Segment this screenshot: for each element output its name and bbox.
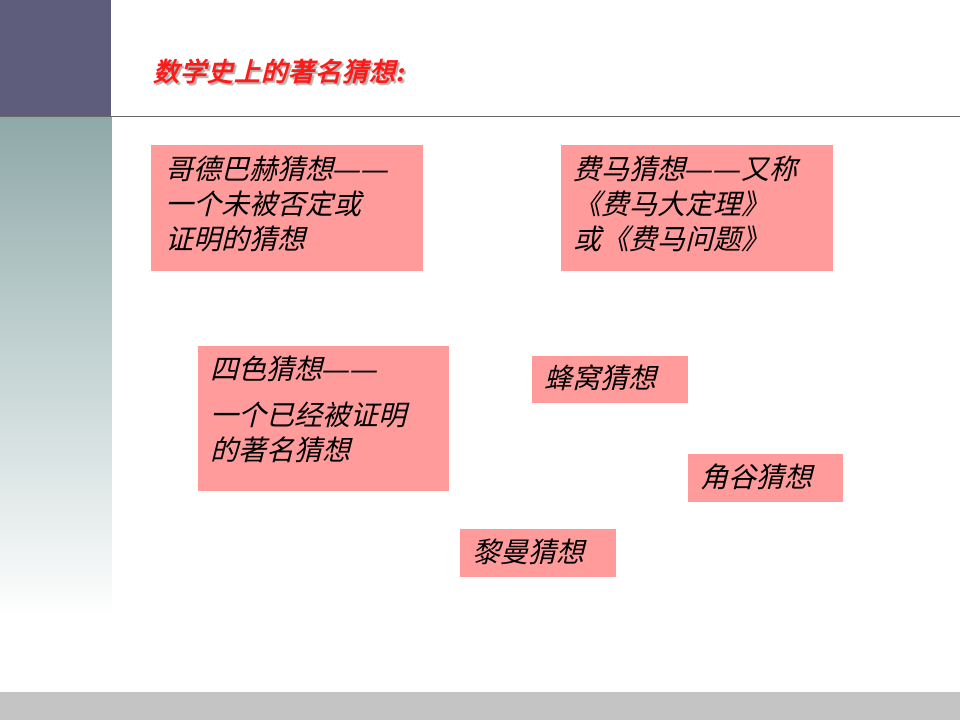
box-text-line: 或《费马问题》 — [573, 223, 770, 256]
box-text-line: 的著名猜想 — [210, 434, 351, 467]
slide-title: 数学史上的著名猜想: — [153, 58, 407, 88]
title-divider — [0, 116, 960, 117]
kakutani-conjecture-box: 角谷猜想 — [688, 454, 843, 502]
box-text-line: 费马猜想——又称 — [573, 153, 798, 186]
goldbach-conjecture-box: 哥德巴赫猜想—— 一个未被否定或 证明的猜想 — [151, 145, 423, 271]
sidebar-header-block — [0, 0, 111, 117]
riemann-conjecture-box: 黎曼猜想 — [460, 529, 616, 577]
four-color-conjecture-box: 四色猜想—— 一个已经被证明 的著名猜想 — [198, 346, 449, 491]
box-text-line: 一个已经被证明 — [210, 399, 407, 432]
box-text-line: 黎曼猜想 — [472, 536, 585, 569]
box-text-line: 哥德巴赫猜想—— — [165, 153, 390, 186]
honeycomb-conjecture-box: 蜂窝猜想 — [532, 356, 688, 403]
box-text-line: 《费马大定理》 — [573, 188, 770, 221]
box-text-line: 证明的猜想 — [165, 223, 306, 256]
box-text-line: 一个未被否定或 — [165, 188, 362, 221]
box-text-line: 四色猜想—— — [210, 353, 379, 386]
sidebar-gradient-panel — [0, 117, 112, 620]
fermat-conjecture-box: 费马猜想——又称 《费马大定理》 或《费马问题》 — [561, 145, 833, 271]
box-text-line: 蜂窝猜想 — [544, 362, 657, 395]
footer-bar — [0, 692, 960, 720]
box-text-line: 角谷猜想 — [700, 461, 813, 494]
